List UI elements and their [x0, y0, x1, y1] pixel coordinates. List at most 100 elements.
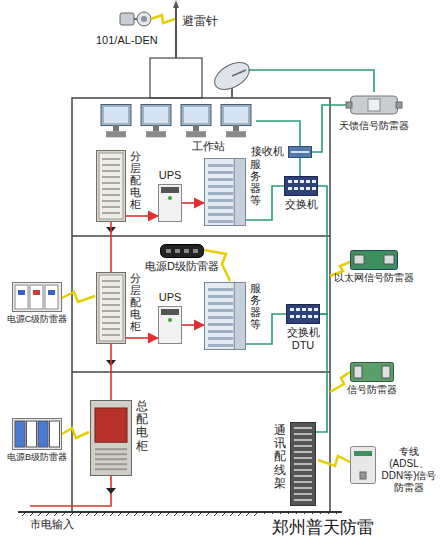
- frame-strip: [294, 463, 312, 465]
- workstation-row: 工作站: [96, 104, 256, 138]
- module-window: [48, 290, 55, 295]
- cabinet-slot: [102, 304, 120, 306]
- monitor-screen: [224, 107, 248, 123]
- module-rail: [13, 283, 62, 312]
- device-icon: [350, 446, 376, 484]
- cabinet-slot: [102, 176, 120, 178]
- power-c-protector: 电源C级防雷器: [12, 282, 62, 312]
- surge-zigzag: [318, 456, 350, 466]
- switch-port: [294, 187, 298, 190]
- cabinet-panel: [95, 408, 127, 442]
- power-line: [182, 202, 204, 204]
- cabinet-slot: [102, 170, 120, 172]
- server-bay: [208, 330, 233, 333]
- connector: [360, 472, 366, 479]
- rj45-port: [384, 255, 394, 264]
- connector: [346, 102, 352, 108]
- monitor-frame: [221, 105, 251, 126]
- cabinet-slot: [102, 280, 120, 282]
- module: [27, 421, 37, 447]
- rod-device: [120, 13, 134, 25]
- signal-protector: 信号防雷器: [350, 362, 394, 382]
- module-window: [18, 290, 25, 295]
- device-icon: [350, 362, 394, 382]
- frame-strip: [294, 427, 312, 429]
- server-bay: [208, 220, 233, 223]
- server-bay: [208, 288, 233, 291]
- server-bay: [208, 171, 233, 174]
- device-label: UPS: [159, 291, 182, 304]
- board-body: [351, 251, 398, 270]
- strip-socket: [166, 249, 171, 253]
- ups-panel: [161, 187, 179, 193]
- server-bay: [208, 199, 233, 202]
- server-bay: [208, 309, 233, 312]
- device-label: 专线(ADSL、DDN等)信号防雷器: [380, 446, 438, 494]
- lightning-rod: [175, 4, 177, 58]
- rod-tip: [173, 0, 179, 8]
- ups-light: [168, 196, 172, 200]
- switch-port: [296, 315, 300, 318]
- power-line: [182, 324, 204, 326]
- switch-port: [306, 187, 310, 190]
- switch-port: [300, 180, 304, 183]
- device-label: 工作站: [192, 140, 225, 153]
- frame-strip: [294, 493, 312, 495]
- frame-strip: [294, 481, 312, 483]
- cabinet-door: [99, 275, 123, 341]
- watermark-patch: [262, 514, 398, 544]
- roof-structure: [150, 58, 202, 98]
- power-line: [126, 215, 158, 217]
- module: [15, 285, 28, 309]
- device-label: 天馈信号防雷器: [339, 120, 409, 132]
- monitor-frame: [101, 105, 131, 126]
- monitor-base: [146, 131, 166, 137]
- device-label: 服务器等: [250, 158, 261, 206]
- device-label: 电源D级防雷器: [145, 260, 219, 273]
- satellite-dish: [210, 57, 254, 95]
- server-bay: [208, 164, 233, 167]
- device-label: 服务器等: [250, 282, 261, 330]
- power-line: [126, 337, 158, 339]
- server-bay: [208, 192, 233, 195]
- cabinet-slot: [102, 322, 120, 324]
- cabinet-slot: [102, 182, 120, 184]
- rj45-port: [354, 255, 364, 264]
- monitor-screen: [104, 107, 128, 123]
- frame-strip: [294, 499, 312, 501]
- model-label: 101/AL-DEN: [96, 34, 158, 47]
- strip-socket: [184, 249, 189, 253]
- floor-cabinet: 分层配电柜: [96, 272, 126, 344]
- ethernet-protector: 以太网信号防雷器: [350, 250, 398, 270]
- module: [38, 421, 48, 447]
- server-side: [234, 283, 245, 350]
- mains-label: 市电输入: [30, 518, 74, 531]
- signal-line: [256, 121, 300, 146]
- cabinet-body: [91, 401, 132, 476]
- server-bay: [208, 337, 233, 340]
- signal-line: [318, 186, 327, 314]
- floor-cabinet: 分层配电柜: [96, 150, 126, 222]
- monitor-stand: [113, 125, 119, 131]
- server-bay: [208, 185, 233, 188]
- device-icon: [288, 146, 312, 158]
- cabinet-slot: [102, 316, 120, 318]
- power-strip-protector: 电源D级防雷器: [160, 244, 204, 258]
- switch-port: [306, 180, 310, 183]
- device-icon: [12, 282, 62, 312]
- switch-body: [285, 177, 318, 196]
- device-icon: [96, 104, 256, 138]
- switch-port: [290, 308, 294, 311]
- surge-zigzag: [151, 15, 175, 23]
- device-icon: [204, 158, 246, 226]
- board-body: [351, 363, 394, 382]
- cabinet-slot: [102, 310, 120, 312]
- switch-port: [308, 308, 312, 311]
- switch-port: [288, 187, 292, 190]
- device-label: 接收机: [251, 145, 284, 158]
- device-icon: [204, 282, 246, 350]
- power-line: [110, 222, 112, 272]
- module-window: [33, 290, 40, 295]
- strip-body: [161, 245, 204, 258]
- network-switch: 交换机 DTU: [286, 304, 320, 324]
